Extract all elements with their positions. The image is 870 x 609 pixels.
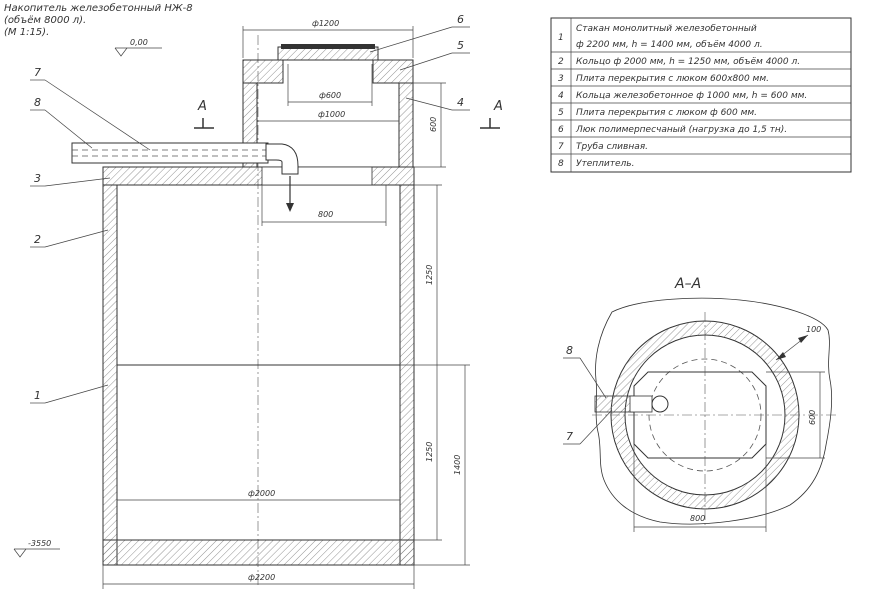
section-dim-800: 800: [690, 514, 705, 523]
spec-row-1-text: Стакан монолитный железобетонный: [576, 24, 757, 34]
spec-row-1-text2: ф 2200 мм, h = 1400 мм, объём 4000 л.: [576, 40, 763, 50]
tank-wall-right: [399, 184, 415, 566]
callouts: 7 8 3 2 1 6 5 4: [30, 13, 470, 404]
dim-d1200: ф1200: [312, 19, 339, 28]
section-dim-100: 100: [806, 325, 821, 334]
section-marker-left: А: [197, 99, 207, 114]
spec-row-8-text: Утеплитель.: [576, 159, 634, 169]
main-section: А А ф1200 ф600 ф1000 600 800 1250: [71, 19, 503, 589]
elevation-bottom-label: -3550: [28, 539, 51, 548]
spec-table: 1 Стакан монолитный железобетонный ф 220…: [550, 17, 852, 173]
callout-3: 3: [34, 172, 41, 185]
spec-row-2-text: Кольцо ф 2000 мм, h = 1250 мм, объём 400…: [576, 57, 800, 67]
spec-row-4-text: Кольца железобетонное ф 1000 мм, h = 600…: [576, 91, 807, 101]
section-marker-right: А: [493, 99, 503, 114]
spec-row-3-text: Плита перекрытия с люком 600х800 мм.: [576, 74, 769, 84]
elevation-top: 0,00: [114, 38, 162, 57]
section-callout-7: 7: [566, 430, 573, 443]
spec-row-6-text: Люк полимерпесчаный (нагрузка до 1,5 тн)…: [575, 125, 787, 135]
elevation-bottom: -3550: [13, 539, 60, 558]
dim-h1400: 1400: [453, 455, 462, 475]
tank-wall-left: [102, 184, 118, 566]
callout-8: 8: [34, 96, 41, 109]
title-line-2: (объём 8000 л).: [4, 14, 86, 26]
callout-5: 5: [457, 39, 464, 52]
section-a-a: А–А 100 600 800 8: [563, 276, 836, 532]
spec-row-2-num: 2: [558, 57, 564, 67]
spec-row-5-text: Плита перекрытия с люком ф 600 мм.: [576, 108, 757, 118]
spec-row-4-num: 4: [558, 91, 564, 101]
drain-pipe-insulation: [71, 142, 269, 164]
spec-row-3-num: 3: [558, 74, 564, 84]
callout-7: 7: [34, 66, 41, 79]
elevation-top-label: 0,00: [130, 38, 148, 47]
dim-h1250-lower: 1250: [425, 442, 434, 462]
title-scale: (М 1:15).: [4, 27, 49, 38]
top-plate-right: [372, 59, 414, 84]
callout-4: 4: [457, 96, 464, 109]
pipe-elbow: [265, 143, 299, 175]
cover-plate-hatch-opening: [261, 166, 373, 186]
top-plate-left: [242, 59, 284, 84]
section-title: А–А: [674, 276, 701, 292]
pipe-end: [651, 395, 669, 413]
dim-d2200: ф2200: [248, 573, 275, 582]
dim-d600: ф600: [319, 91, 341, 100]
dim-d1000: ф1000: [318, 110, 345, 119]
spec-row-6-num: 6: [558, 125, 564, 135]
callout-6: 6: [457, 13, 464, 26]
tank-bottom: [102, 539, 415, 566]
spec-row-5-num: 5: [558, 108, 564, 118]
spec-row-7-text: Труба сливная.: [576, 142, 648, 152]
spec-row-8-num: 8: [558, 159, 564, 169]
drawing-title: Накопитель железобетонный НЖ-8 (объём 80…: [4, 2, 193, 38]
title-line-1: Накопитель железобетонный НЖ-8: [4, 2, 193, 14]
callout-2: 2: [34, 233, 41, 246]
dim-h1250-upper: 1250: [425, 265, 434, 285]
section-pipe: [594, 395, 634, 413]
upper-ring-right: [398, 82, 414, 168]
dim-d2000: ф2000: [248, 489, 275, 498]
section-dim-600: 600: [808, 410, 817, 425]
dim-h600: 600: [429, 117, 438, 132]
dim-w800: 800: [318, 210, 333, 219]
section-callout-8: 8: [566, 344, 573, 357]
spec-row-1-num: 1: [558, 33, 564, 43]
callout-1: 1: [34, 389, 41, 402]
spec-row-7-num: 7: [558, 142, 564, 152]
manhole-lid: [281, 44, 375, 49]
